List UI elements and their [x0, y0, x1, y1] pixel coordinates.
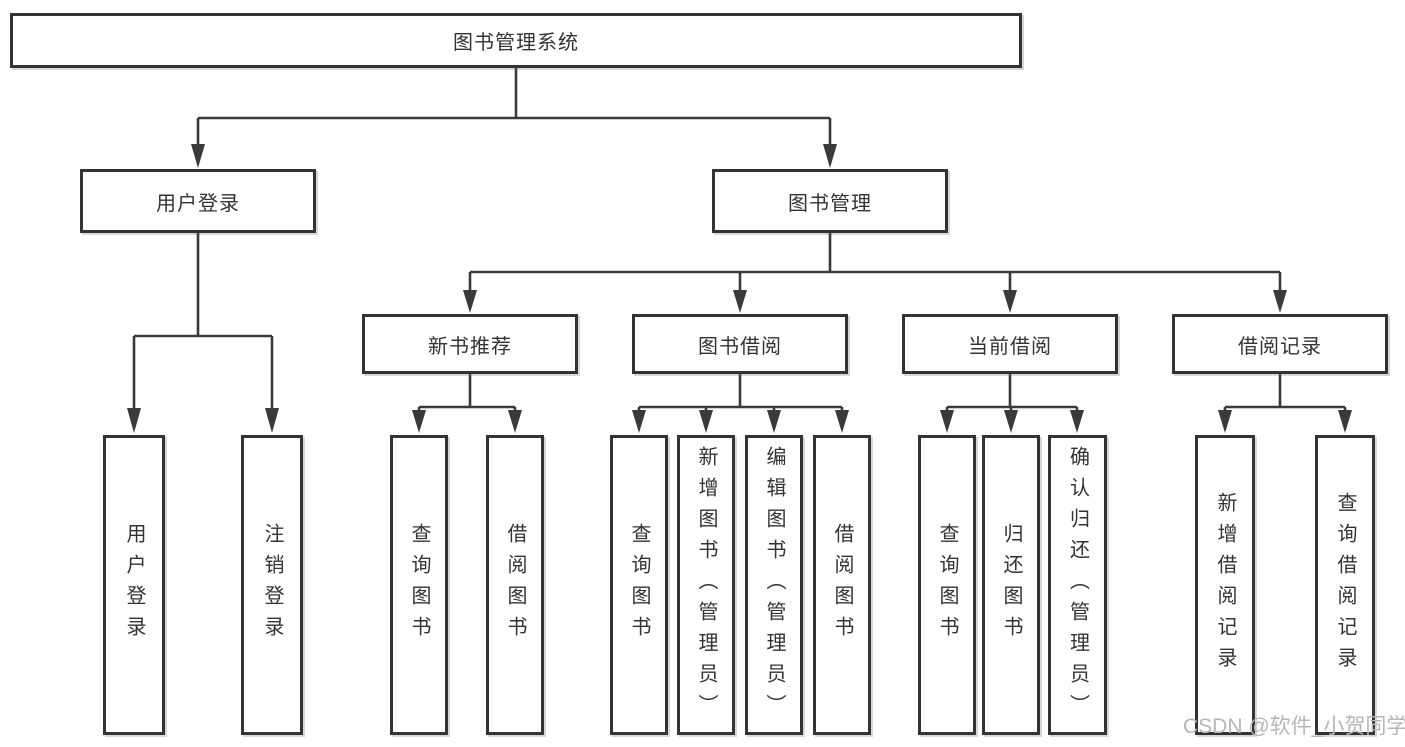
leaf-user-login: 用户登录	[103, 435, 165, 735]
node-current-borrowing: 当前借阅	[902, 314, 1118, 374]
node-label: 图书管理	[788, 192, 872, 215]
leaf-add-borrowing-record: 新增借阅记录	[1195, 435, 1255, 735]
leaf-label: 查询借阅记录	[1334, 492, 1356, 678]
node-label: 新书推荐	[428, 335, 512, 358]
leaf-label: 查询图书	[408, 523, 430, 647]
node-library-management-system: 图书管理系统	[10, 13, 1022, 68]
connector-borrowing-records-to-leaves	[1218, 374, 1352, 433]
node-label: 图书借阅	[698, 335, 782, 358]
node-borrowing-records: 借阅记录	[1172, 314, 1388, 374]
leaf-label: 归还图书	[1000, 523, 1022, 647]
node-book-management: 图书管理	[712, 169, 948, 233]
connector-book-management-to-level3	[463, 233, 1287, 313]
node-book-borrowing: 图书借阅	[632, 314, 848, 374]
node-user-login: 用户登录	[80, 169, 316, 233]
leaf-return-books: 归还图书	[982, 435, 1040, 735]
node-label: 借阅记录	[1238, 335, 1322, 358]
node-label: 用户登录	[156, 192, 240, 215]
leaf-query-borrowing-record: 查询借阅记录	[1315, 435, 1375, 735]
leaf-label: 编辑图书（管理员）	[763, 445, 785, 725]
leaf-query-books-current: 查询图书	[918, 435, 976, 735]
leaf-label: 注销登录	[261, 523, 283, 647]
leaf-label: 查询图书	[628, 523, 650, 647]
node-label: 当前借阅	[968, 335, 1052, 358]
leaf-label: 新增图书（管理员）	[695, 445, 717, 725]
leaf-logout: 注销登录	[241, 435, 303, 735]
node-label: 图书管理系统	[453, 32, 579, 54]
leaf-borrow-books: 借阅图书	[813, 435, 871, 735]
leaf-label: 借阅图书	[831, 523, 853, 647]
leaf-confirm-return-admin: 确认归还（管理员）	[1048, 435, 1107, 735]
leaf-add-books-admin: 新增图书（管理员）	[677, 435, 735, 735]
leaf-label: 查询图书	[936, 523, 958, 647]
connector-new-book-to-leaves	[412, 374, 522, 433]
leaf-label: 借阅图书	[504, 523, 526, 647]
leaf-label: 用户登录	[123, 523, 145, 647]
connector-current-borrowing-to-leaves	[940, 374, 1084, 433]
csdn-watermark: CSDN @软件_小贺同学	[1183, 715, 1405, 738]
leaf-query-books-borrowing: 查询图书	[610, 435, 668, 735]
leaf-label: 确认归还（管理员）	[1066, 445, 1089, 725]
node-new-book-recommendation: 新书推荐	[362, 314, 578, 374]
leaf-edit-books-admin: 编辑图书（管理员）	[745, 435, 803, 735]
leaf-label: 新增借阅记录	[1214, 492, 1236, 678]
connector-user-login-to-leaves	[127, 233, 279, 433]
connector-book-borrowing-to-leaves	[632, 374, 849, 433]
connector-root-to-level2	[191, 68, 837, 168]
leaf-query-books-recommend: 查询图书	[390, 435, 448, 735]
leaf-borrow-books-recommend: 借阅图书	[486, 435, 544, 735]
